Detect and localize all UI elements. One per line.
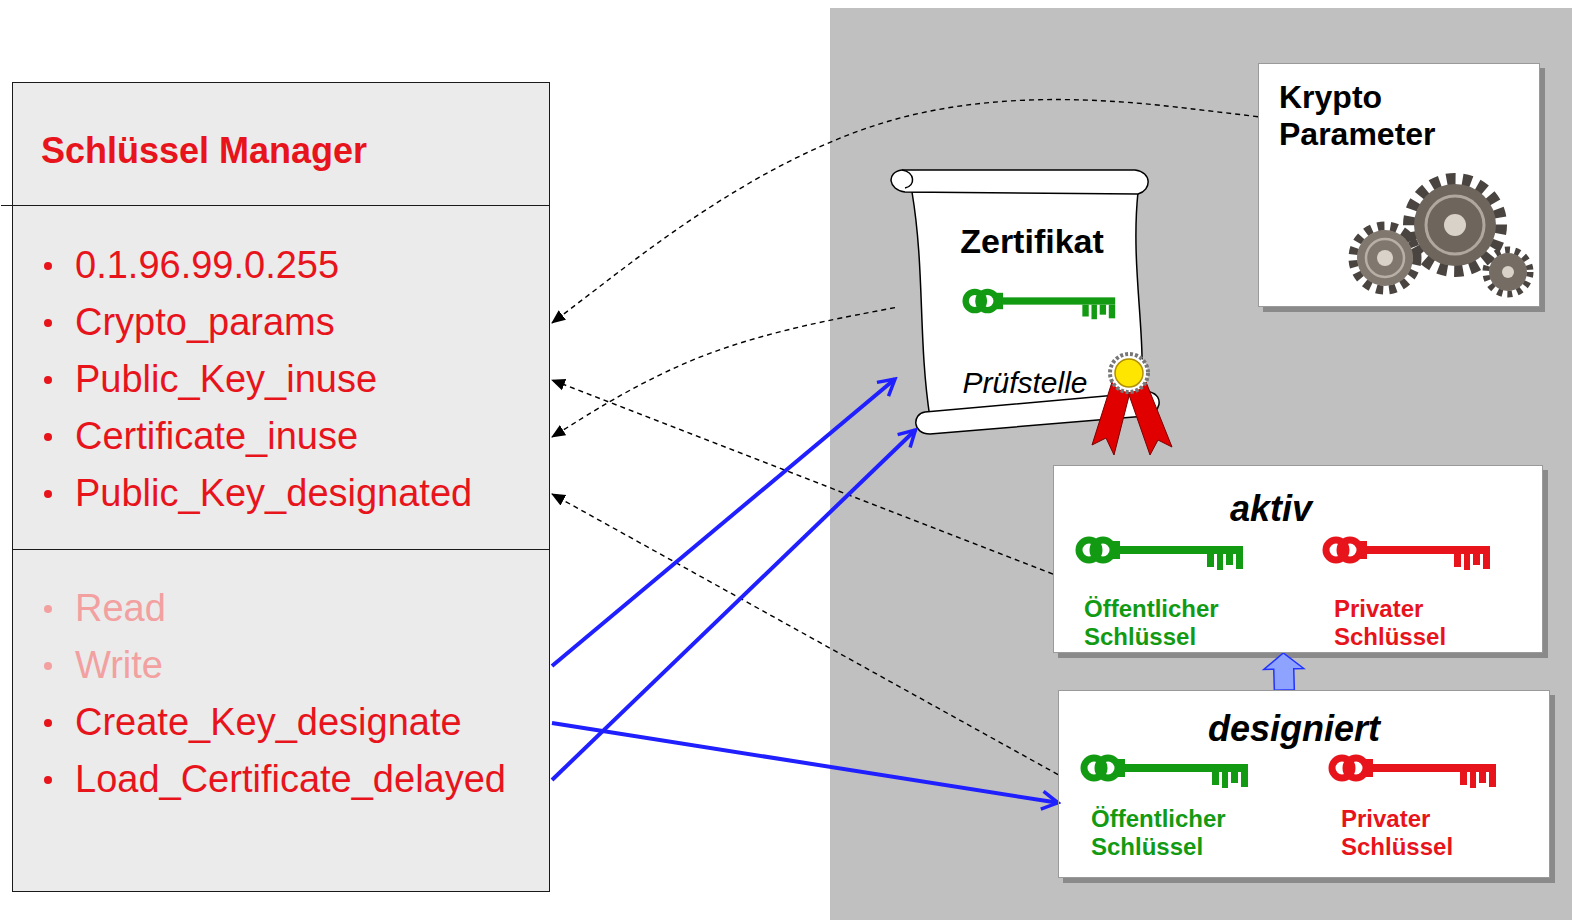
key-icon bbox=[1079, 540, 1243, 570]
bullet-dot bbox=[44, 605, 52, 613]
bullet-dot bbox=[44, 433, 52, 441]
key-label: Privater Schlüssel bbox=[1341, 805, 1521, 860]
object-title: Zertifikat bbox=[960, 222, 1104, 261]
operation-arrow bbox=[552, 430, 915, 780]
divider-line bbox=[1, 205, 549, 206]
card-ground bbox=[1258, 63, 1540, 307]
divider-line bbox=[13, 549, 549, 550]
certificate-scroll: ZertifikatPrüfstelle bbox=[895, 175, 1150, 430]
state-title: aktiv bbox=[1230, 488, 1312, 529]
reference-line bbox=[552, 308, 895, 437]
key-pair-box: aktivÖffentlicher Schlüssel Privater Schl… bbox=[1053, 465, 1543, 653]
bullet-dot bbox=[44, 719, 52, 727]
bullet-dot bbox=[44, 376, 52, 384]
attribute-item: Create_Key_designate bbox=[75, 701, 462, 745]
card-ground bbox=[1058, 690, 1550, 878]
operation-arrow bbox=[552, 379, 895, 666]
key-label: Privater Schlüssel bbox=[1334, 595, 1514, 650]
class-title: Schlüssel Manager bbox=[41, 130, 367, 171]
key-icon bbox=[966, 292, 1116, 319]
attribute-item: Crypto_params bbox=[75, 301, 335, 345]
key-icon bbox=[1326, 540, 1490, 570]
bullet-dot bbox=[44, 262, 52, 270]
key-icon bbox=[1084, 758, 1248, 788]
attribute-item: Certificate_inuse bbox=[75, 415, 358, 459]
attribute-item: 0.1.96.99.0.255 bbox=[75, 244, 339, 288]
attribute-item: Public_Key_designated bbox=[75, 472, 472, 516]
transition-arrow bbox=[1264, 653, 1304, 690]
bullet-dot bbox=[44, 490, 52, 498]
bullet-dot bbox=[44, 319, 52, 327]
gears-picture bbox=[1353, 179, 1530, 294]
card-ground bbox=[1053, 465, 1543, 653]
reference-line bbox=[552, 100, 1258, 323]
key-icon bbox=[1332, 758, 1496, 788]
issuer-label: Prüfstelle bbox=[962, 366, 1087, 401]
attribute-item: Load_Certificate_delayed bbox=[75, 758, 506, 802]
object-title: Krypto Parameter bbox=[1279, 79, 1479, 153]
attribute-item: Write bbox=[75, 644, 163, 688]
bullet-dot bbox=[44, 776, 52, 784]
key-label: Öffentlicher Schlüssel bbox=[1084, 595, 1264, 650]
key-label: Öffentlicher Schlüssel bbox=[1091, 805, 1271, 860]
object-box: Krypto Parameter bbox=[1258, 63, 1540, 307]
attribute-item: Public_Key_inuse bbox=[75, 358, 377, 402]
operation-arrow bbox=[552, 723, 1058, 803]
class-box: Schlüssel Manager 0.1.96.99.0.255Crypto_p… bbox=[12, 82, 550, 892]
bullet-dot bbox=[44, 662, 52, 670]
reference-line bbox=[552, 380, 1053, 574]
seal-ribbon bbox=[1092, 354, 1172, 455]
key-pair-box: designiertÖffentlicher Schlüssel Privater… bbox=[1058, 690, 1550, 878]
state-title: designiert bbox=[1208, 708, 1380, 749]
attribute-item: Read bbox=[75, 587, 166, 631]
